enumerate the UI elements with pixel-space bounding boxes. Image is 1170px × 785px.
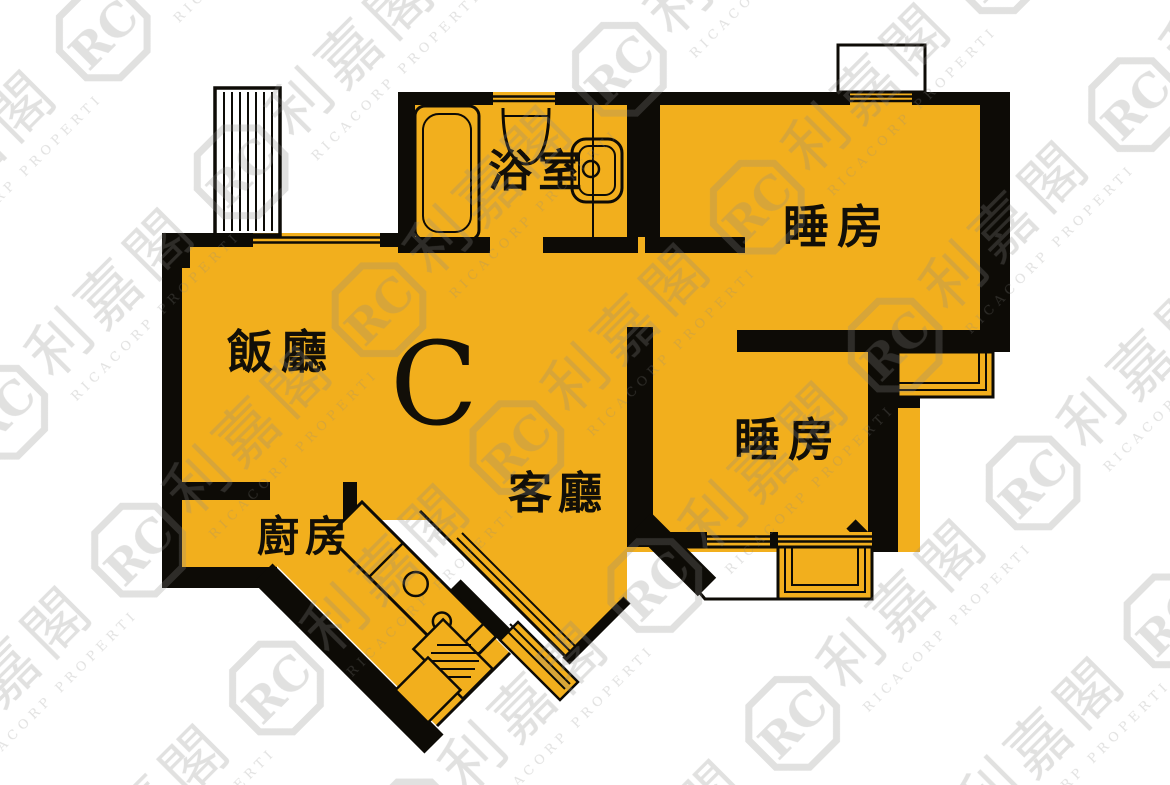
- floor-plan-svg: RC 利嘉閣 RICACORP PROPERTIES: [0, 0, 1170, 785]
- floor-plan-page: RC 利嘉閣 RICACORP PROPERTIES: [0, 0, 1170, 785]
- watermark-overlay: [0, 0, 1170, 785]
